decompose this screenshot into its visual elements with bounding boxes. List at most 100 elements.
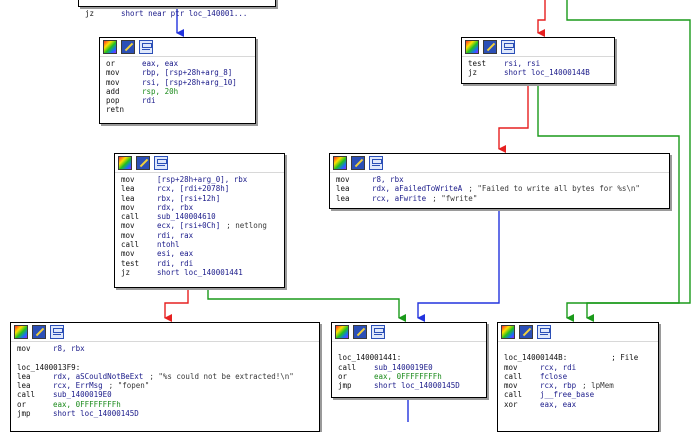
graph-view-icon[interactable] — [139, 40, 153, 54]
operand: short near ptr loc_140001... — [121, 8, 248, 18]
operand: eax, eax — [142, 59, 179, 68]
instruction-line[interactable]: mov r8, rbx — [17, 344, 314, 353]
instruction-line[interactable]: call ntohl — [121, 240, 279, 249]
comment: ; netlong — [226, 221, 267, 231]
rename-pen-icon[interactable] — [136, 156, 150, 170]
operand: ntohl — [157, 240, 180, 250]
node-header — [498, 323, 658, 342]
rename-pen-icon[interactable] — [121, 40, 135, 54]
color-picker-icon[interactable] — [333, 156, 347, 170]
graph-view-icon[interactable] — [50, 325, 64, 339]
rename-pen-icon[interactable] — [32, 325, 46, 339]
color-picker-icon[interactable] — [118, 156, 132, 170]
graph-view-icon[interactable] — [369, 156, 383, 170]
comment: ; File — [611, 353, 639, 363]
location-label[interactable]: loc_140001441: — [338, 353, 481, 362]
graph-view-icon[interactable] — [537, 325, 551, 339]
operand: short loc_14000145D — [374, 381, 460, 391]
color-picker-icon[interactable] — [103, 40, 117, 54]
mnemonic: lea — [17, 381, 31, 391]
operand: rcx, aFwrite — [372, 193, 427, 203]
mnemonic: pop — [106, 96, 120, 106]
operand: sub_140004610 — [157, 212, 216, 222]
mnemonic: mov — [17, 344, 31, 353]
operand: rsp, 20h — [142, 86, 179, 96]
instruction-line[interactable]: mov[rsp+28h+arg_0], rbx — [121, 175, 279, 184]
color-picker-icon[interactable] — [14, 325, 28, 339]
control-flow-edges — [164, 0, 691, 422]
graph-view-icon[interactable] — [501, 40, 515, 54]
graph-view-icon[interactable] — [371, 325, 385, 339]
mnemonic: call — [121, 240, 140, 250]
mnemonic: test — [121, 258, 140, 268]
rename-pen-icon[interactable] — [353, 325, 367, 339]
color-picker-icon[interactable] — [465, 40, 479, 54]
mnemonic: test — [468, 59, 487, 68]
color-picker-icon[interactable] — [335, 325, 349, 339]
operand: r8, rbx — [53, 344, 85, 353]
node-header — [462, 38, 614, 57]
operand: rcx, [rdi+2078h] — [157, 184, 230, 194]
node-header — [115, 154, 284, 173]
operand: eax, 0FFFFFFFFh — [374, 371, 442, 381]
operand: eax, eax — [540, 399, 577, 409]
operand: j__free_base — [540, 390, 595, 400]
rename-pen-icon[interactable] — [351, 156, 365, 170]
edge-true-144b — [537, 84, 680, 322]
rename-pen-icon[interactable] — [519, 325, 533, 339]
mnemonic: mov — [504, 362, 518, 372]
instruction-line[interactable]: retn — [106, 105, 250, 114]
mnemonic: call — [504, 371, 523, 381]
blank-line — [504, 344, 653, 353]
graph-view-icon[interactable] — [154, 156, 168, 170]
location-label[interactable]: loc_1400013F9: — [17, 363, 314, 372]
color-picker-icon[interactable] — [501, 325, 515, 339]
rename-pen-icon[interactable] — [483, 40, 497, 54]
label-text: loc_1400013F9: — [17, 362, 81, 372]
operand: rbx, [rsi+12h] — [157, 193, 221, 203]
location-label[interactable]: loc_14000144B:; File — [504, 353, 653, 362]
